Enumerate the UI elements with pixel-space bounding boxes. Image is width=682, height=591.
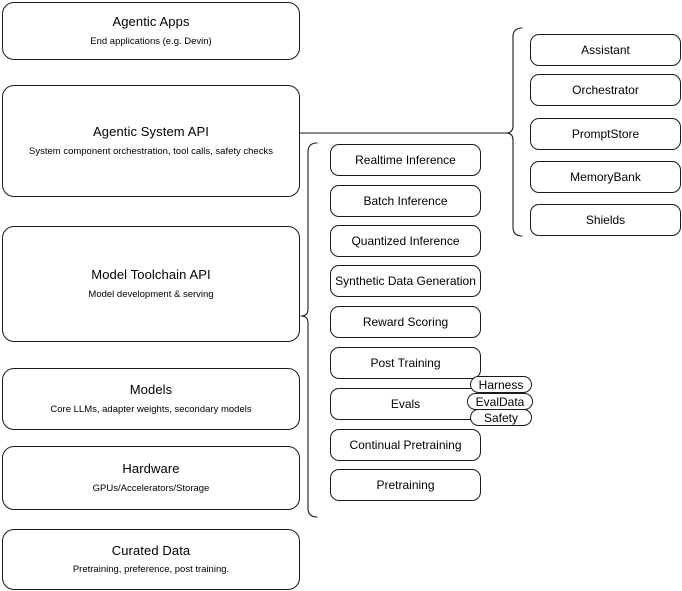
- capability-post-training[interactable]: Post Training: [330, 347, 481, 379]
- capability-evals[interactable]: Evals: [330, 388, 481, 420]
- layer-title: Agentic Apps: [112, 14, 190, 30]
- capability-pretraining[interactable]: Pretraining: [330, 469, 481, 501]
- layer-subtitle: Model development & serving: [88, 288, 214, 300]
- layer-title: Models: [129, 382, 173, 398]
- chip-label: Shields: [585, 212, 626, 227]
- chip-label: Assistant: [581, 42, 630, 57]
- chip-label: Realtime Inference: [355, 152, 456, 167]
- layer-title: Hardware: [122, 461, 180, 477]
- component-promptstore[interactable]: PromptStore: [530, 118, 681, 150]
- brace-model-toolchain-capabilities: [300, 142, 318, 518]
- eval-pill-label: EvalData: [475, 394, 525, 409]
- component-shields[interactable]: Shields: [530, 204, 681, 236]
- capability-reward-scoring[interactable]: Reward Scoring: [330, 306, 481, 338]
- layer-subtitle: GPUs/Accelerators/Storage: [92, 482, 210, 494]
- brace-agentic-system-components: [505, 27, 523, 237]
- chip-label: Evals: [390, 396, 421, 411]
- layer-title: Curated Data: [111, 542, 191, 558]
- eval-pill-label: Safety: [483, 410, 519, 425]
- capability-realtime-inference[interactable]: Realtime Inference: [330, 144, 481, 176]
- capability-quantized-inference[interactable]: Quantized Inference: [330, 225, 481, 257]
- chip-label: Post Training: [370, 355, 441, 370]
- component-assistant[interactable]: Assistant: [530, 34, 681, 66]
- layer-subtitle: System component orchestration, tool cal…: [29, 145, 273, 157]
- capability-batch-inference[interactable]: Batch Inference: [330, 185, 481, 217]
- layer-model-toolchain-api[interactable]: Model Toolchain API Model development & s…: [2, 226, 300, 342]
- chip-label: MemoryBank: [570, 169, 641, 184]
- eval-pill-safety[interactable]: Safety: [470, 409, 532, 426]
- chip-label: Pretraining: [376, 477, 435, 492]
- component-orchestrator[interactable]: Orchestrator: [530, 74, 681, 106]
- eval-pill-label: Harness: [478, 377, 524, 392]
- chip-label: Continual Pretraining: [349, 437, 462, 452]
- component-memorybank[interactable]: MemoryBank: [530, 161, 681, 193]
- layer-title: Model Toolchain API: [91, 267, 211, 283]
- chip-label: Orchestrator: [572, 82, 639, 97]
- layer-subtitle: Pretraining, preference, post training.: [72, 564, 230, 576]
- eval-pill-evaldata[interactable]: EvalData: [467, 393, 533, 410]
- chip-label: Synthetic Data Generation: [335, 273, 476, 288]
- layer-subtitle: End applications (e.g. Devin): [90, 35, 212, 47]
- capability-synthetic-data-generation[interactable]: Synthetic Data Generation: [330, 265, 481, 297]
- chip-label: Reward Scoring: [362, 314, 449, 329]
- chip-label: Quantized Inference: [351, 233, 460, 248]
- chip-label: PromptStore: [571, 126, 640, 141]
- layer-subtitle: Core LLMs, adapter weights, secondary mo…: [50, 403, 252, 415]
- layer-agentic-system-api[interactable]: Agentic System API System component orche…: [2, 85, 300, 197]
- capability-continual-pretraining[interactable]: Continual Pretraining: [330, 429, 481, 461]
- chip-label: Batch Inference: [363, 193, 448, 208]
- eval-pill-harness[interactable]: Harness: [470, 376, 532, 393]
- layer-title: Agentic System API: [93, 124, 209, 140]
